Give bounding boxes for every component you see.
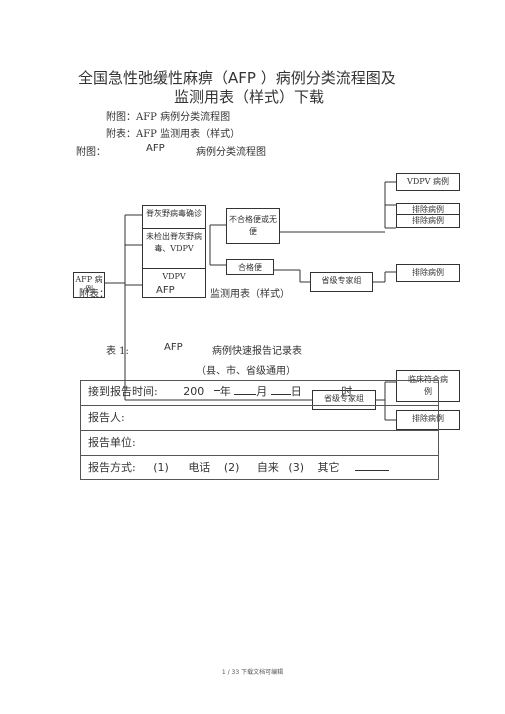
figure-name: 病例分类流程图 (196, 147, 266, 158)
table1-afp: AFP (164, 342, 183, 353)
doc-title-line2: 监测用表（样式）下载 (174, 88, 325, 106)
appendix-table-line: 附表：AFP 监测用表（样式） (106, 129, 241, 140)
node-exclude-mid: 排除病例 (396, 264, 460, 282)
report-method-opt3-num: (3) (288, 461, 304, 474)
table-row-report-method: 报告方式: (1) 电话 (2) 自来 (3) 其它 (80, 455, 439, 480)
table1-label: 表 1: (106, 346, 129, 357)
node-exclude-bottom: 排除病例 (396, 410, 460, 430)
report-method-opt1: 电话 (188, 461, 211, 474)
page-footer: 1 / 33 下载文档可编辑 (221, 669, 284, 676)
table1-name: 病例快速报告记录表 (212, 346, 302, 357)
table-row-report-unit: 报告单位: (80, 430, 439, 455)
node-unqualified: 不合格便或无便 (226, 208, 280, 244)
reporter-label: 报告人: (88, 411, 125, 424)
node-provincial-expert-1: 省级专家组 (310, 272, 373, 292)
node-clinical-compatible: 临床符合病例 (396, 370, 460, 402)
report-method-other-blank[interactable] (355, 460, 389, 471)
figure-afp: AFP (146, 143, 165, 154)
table-section-label: 附表： (79, 289, 109, 300)
report-method-opt3: 其它 (317, 461, 340, 474)
node-vdpv-case: VDPV 病例 (396, 173, 460, 191)
node-vdpv: VDPV (142, 268, 206, 298)
node-exclude-top-b: 排除病例 (396, 214, 460, 228)
report-method-opt2: 自来 (256, 461, 279, 474)
table-row-report-time: 接到报告时间: 200 年 月 日 时 (80, 380, 439, 405)
report-method-opt1-num: (1) (153, 461, 169, 474)
report-method-opt2-num: (2) (223, 461, 240, 474)
table-section-afp: AFP (156, 285, 175, 296)
report-time-year-prefix: 200 (183, 385, 205, 398)
report-unit-label: 报告单位: (88, 436, 136, 449)
report-method-label: 报告方式: (88, 461, 136, 474)
report-time-day-unit: 日 (290, 385, 302, 398)
report-time-month-unit: 月 (256, 385, 268, 398)
report-time-year-blank[interactable] (213, 380, 220, 391)
table-row-reporter: 报告人: (80, 405, 439, 430)
node-afp-case: AFP 病例 (73, 272, 105, 298)
node-qualified: 合格便 (226, 259, 274, 275)
report-time-month-blank[interactable] (234, 384, 257, 395)
figure-label: 附图： (76, 147, 106, 158)
report-time-day-blank[interactable] (270, 384, 291, 395)
table1-scope: （县、市、省级通用） (196, 366, 296, 377)
table-section-name: 监测用表（样式） (210, 289, 290, 300)
appendix-chart-line: 附图：AFP 病例分类流程图 (106, 112, 231, 123)
report-time-hour-unit: 时 (341, 385, 353, 398)
node-not-detected: 未检出脊灰野病毒、VDPV (142, 228, 206, 274)
report-time-label: 接到报告时间: (88, 385, 158, 398)
report-time-year-unit: 年 (219, 385, 231, 398)
doc-title-line1: 全国急性弛缓性麻痹（AFP ）病例分类流程图及 (78, 69, 396, 87)
